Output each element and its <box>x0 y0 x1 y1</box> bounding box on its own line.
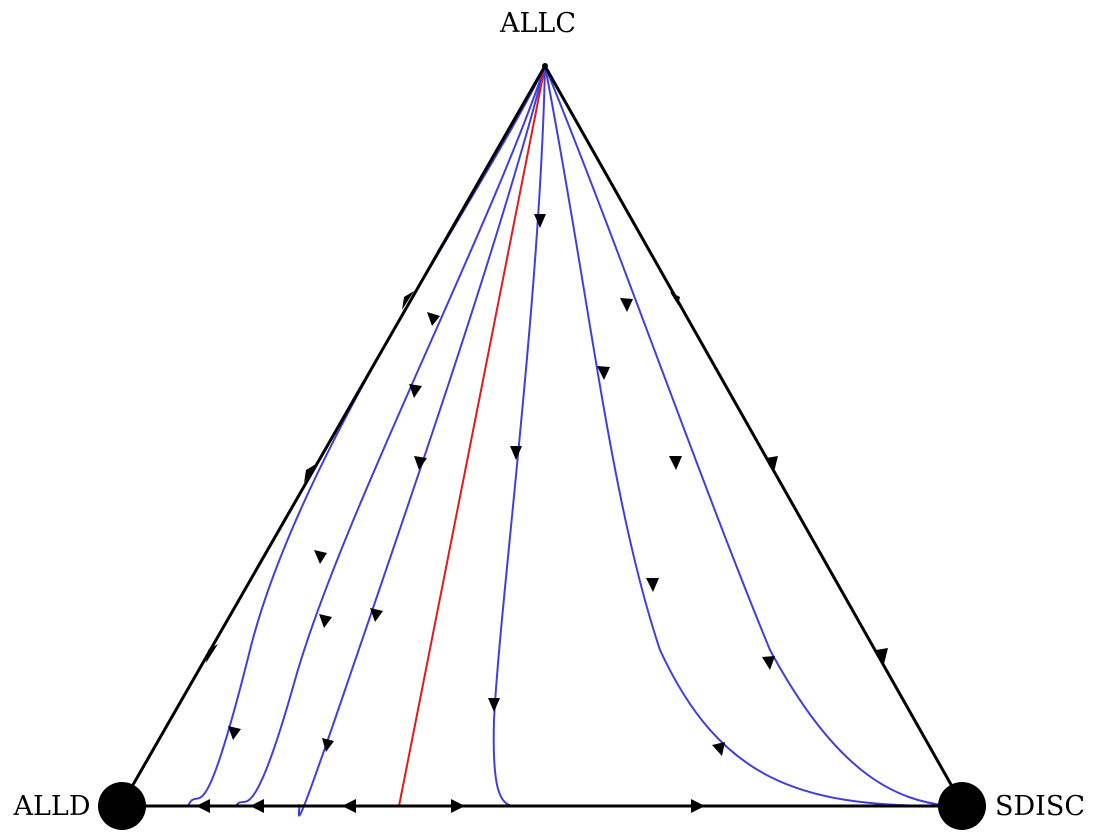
flow-arrows <box>196 214 888 813</box>
arrow-head <box>646 578 659 592</box>
fixed-points <box>98 63 986 830</box>
trajectory-layer <box>187 65 949 817</box>
fixed-point-allc <box>542 63 548 69</box>
arrow-head <box>691 799 705 813</box>
arrow-head <box>488 698 500 712</box>
arrow-head <box>228 726 241 740</box>
triangle-edges <box>120 65 964 808</box>
arrow-head <box>319 614 332 628</box>
arrow-head <box>206 644 218 663</box>
separatrix-curve <box>398 65 546 807</box>
label-allc: ALLC <box>499 8 576 39</box>
arrow-head <box>402 291 414 310</box>
trajectory-curve-1 <box>187 65 546 807</box>
trajectory-curve-2 <box>235 65 546 807</box>
label-alld: ALLD <box>12 791 90 822</box>
arrow-head <box>876 648 888 664</box>
arrow-head <box>620 298 633 312</box>
trajectory-curve-3 <box>297 65 546 817</box>
trajectory-curve-4 <box>492 65 546 807</box>
fixed-point-alld <box>98 782 146 830</box>
arrow-head <box>427 312 440 326</box>
arrow-head <box>250 799 264 813</box>
arrow-head <box>534 214 546 228</box>
arrow-head <box>414 456 427 470</box>
arrow-head <box>510 446 522 460</box>
edge-left <box>120 65 547 805</box>
arrow-head <box>669 456 682 470</box>
edge-right <box>543 65 964 805</box>
arrow-head <box>409 384 422 398</box>
trajectory-curve-6 <box>544 65 949 807</box>
vertex-labels: ALLC ALLD SDISC <box>12 8 1084 822</box>
arrow-head <box>322 738 334 752</box>
arrow-head <box>370 608 383 622</box>
arrow-head <box>597 366 610 380</box>
arrow-head <box>342 799 356 813</box>
arrow-head <box>304 464 316 483</box>
arrow-head <box>451 799 465 813</box>
label-sdisc: SDISC <box>995 791 1085 822</box>
fixed-point-sdisc <box>938 782 986 830</box>
trajectory-curve-5 <box>544 65 941 807</box>
arrow-head <box>196 799 210 813</box>
arrow-head <box>762 656 775 670</box>
arrow-head <box>314 550 327 564</box>
arrow-head <box>670 292 680 305</box>
arrow-head <box>766 456 778 472</box>
arrow-head <box>712 742 725 756</box>
